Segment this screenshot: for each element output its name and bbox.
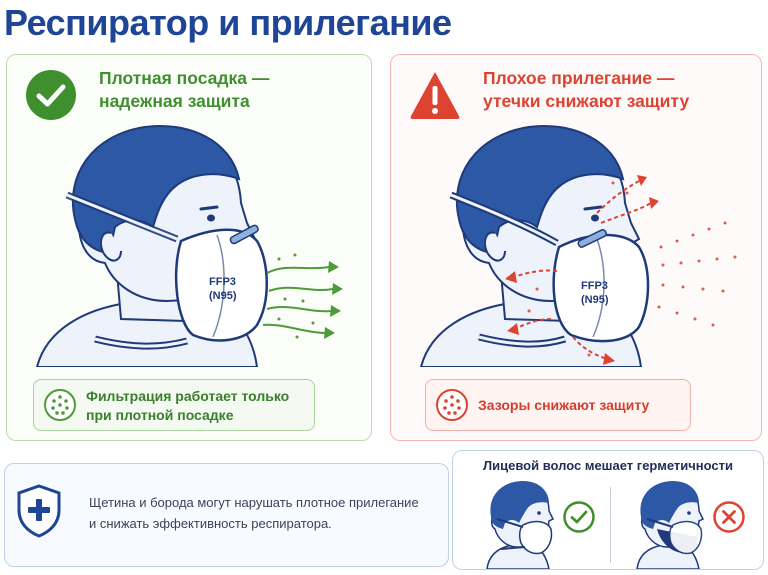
bad-title-line1: Плохое прилегание — [483,68,675,88]
facial-hair-info-text: Щетина и борода могут нарушать плотное п… [89,492,419,534]
page-title: Респиратор и прилегание [4,2,452,43]
good-mask-label-1: FFP3 [209,276,236,288]
bearded-face [636,481,705,569]
leak-dots-icon [436,389,468,421]
good-fit-note: Фильтрация работает только при плотной п… [33,379,315,431]
person-with-leaking-mask: FFP3 (N95) [419,125,737,367]
poor-fit-panel: Плохое прилегание — утечки снижают защит… [390,54,762,441]
info-line2: и снижать эффективность респиратора. [89,516,332,531]
good-title-line2: надежная защита [99,91,250,111]
good-fit-panel: Плотная посадка — надежная защита FFP3 (… [6,54,372,441]
poor-fit-note: Зазоры снижают защиту [425,379,691,431]
bad-title-line2: утечки снижают защиту [483,91,690,111]
good-fit-title: Плотная посадка — надежная защита [99,67,269,113]
good-note-text: Фильтрация работает только при плотной п… [86,387,289,425]
filter-dots-icon [44,389,76,421]
good-mask-label-2: (N95) [209,290,237,302]
facial-hair-title: Лицевой волос мешает герметичности [483,458,733,473]
filtered-airflow-arrows [262,266,334,334]
info-line1: Щетина и борода могут нарушать плотное п… [89,495,419,510]
facial-hair-comparison: Лицевой волос мешает герметичности [452,450,764,570]
good-title-line1: Плотная посадка — [99,68,270,88]
warning-triangle-icon [410,72,460,119]
good-note-line1: Фильтрация работает только [86,388,290,404]
bad-mask-label-1: FFP3 [581,280,608,292]
shield-plus-icon [17,484,61,538]
good-note-line2: при плотной посадке [86,407,234,423]
leak-arrows [512,180,652,360]
person-with-sealed-mask: FFP3 (N95) [35,125,343,367]
check-circle-icon [26,70,76,120]
poor-fit-title: Плохое прилегание — утечки снижают защит… [483,67,689,113]
check-circle-icon [563,501,595,533]
bad-note-text: Зазоры снижают защиту [478,397,650,413]
facial-hair-info: Щетина и борода могут нарушать плотное п… [4,463,449,567]
bad-mask-label-2: (N95) [581,294,609,306]
x-circle-icon [713,501,745,533]
clean-shaven-face [486,481,555,569]
leak-particles [527,181,737,357]
comparison-divider [610,487,611,563]
